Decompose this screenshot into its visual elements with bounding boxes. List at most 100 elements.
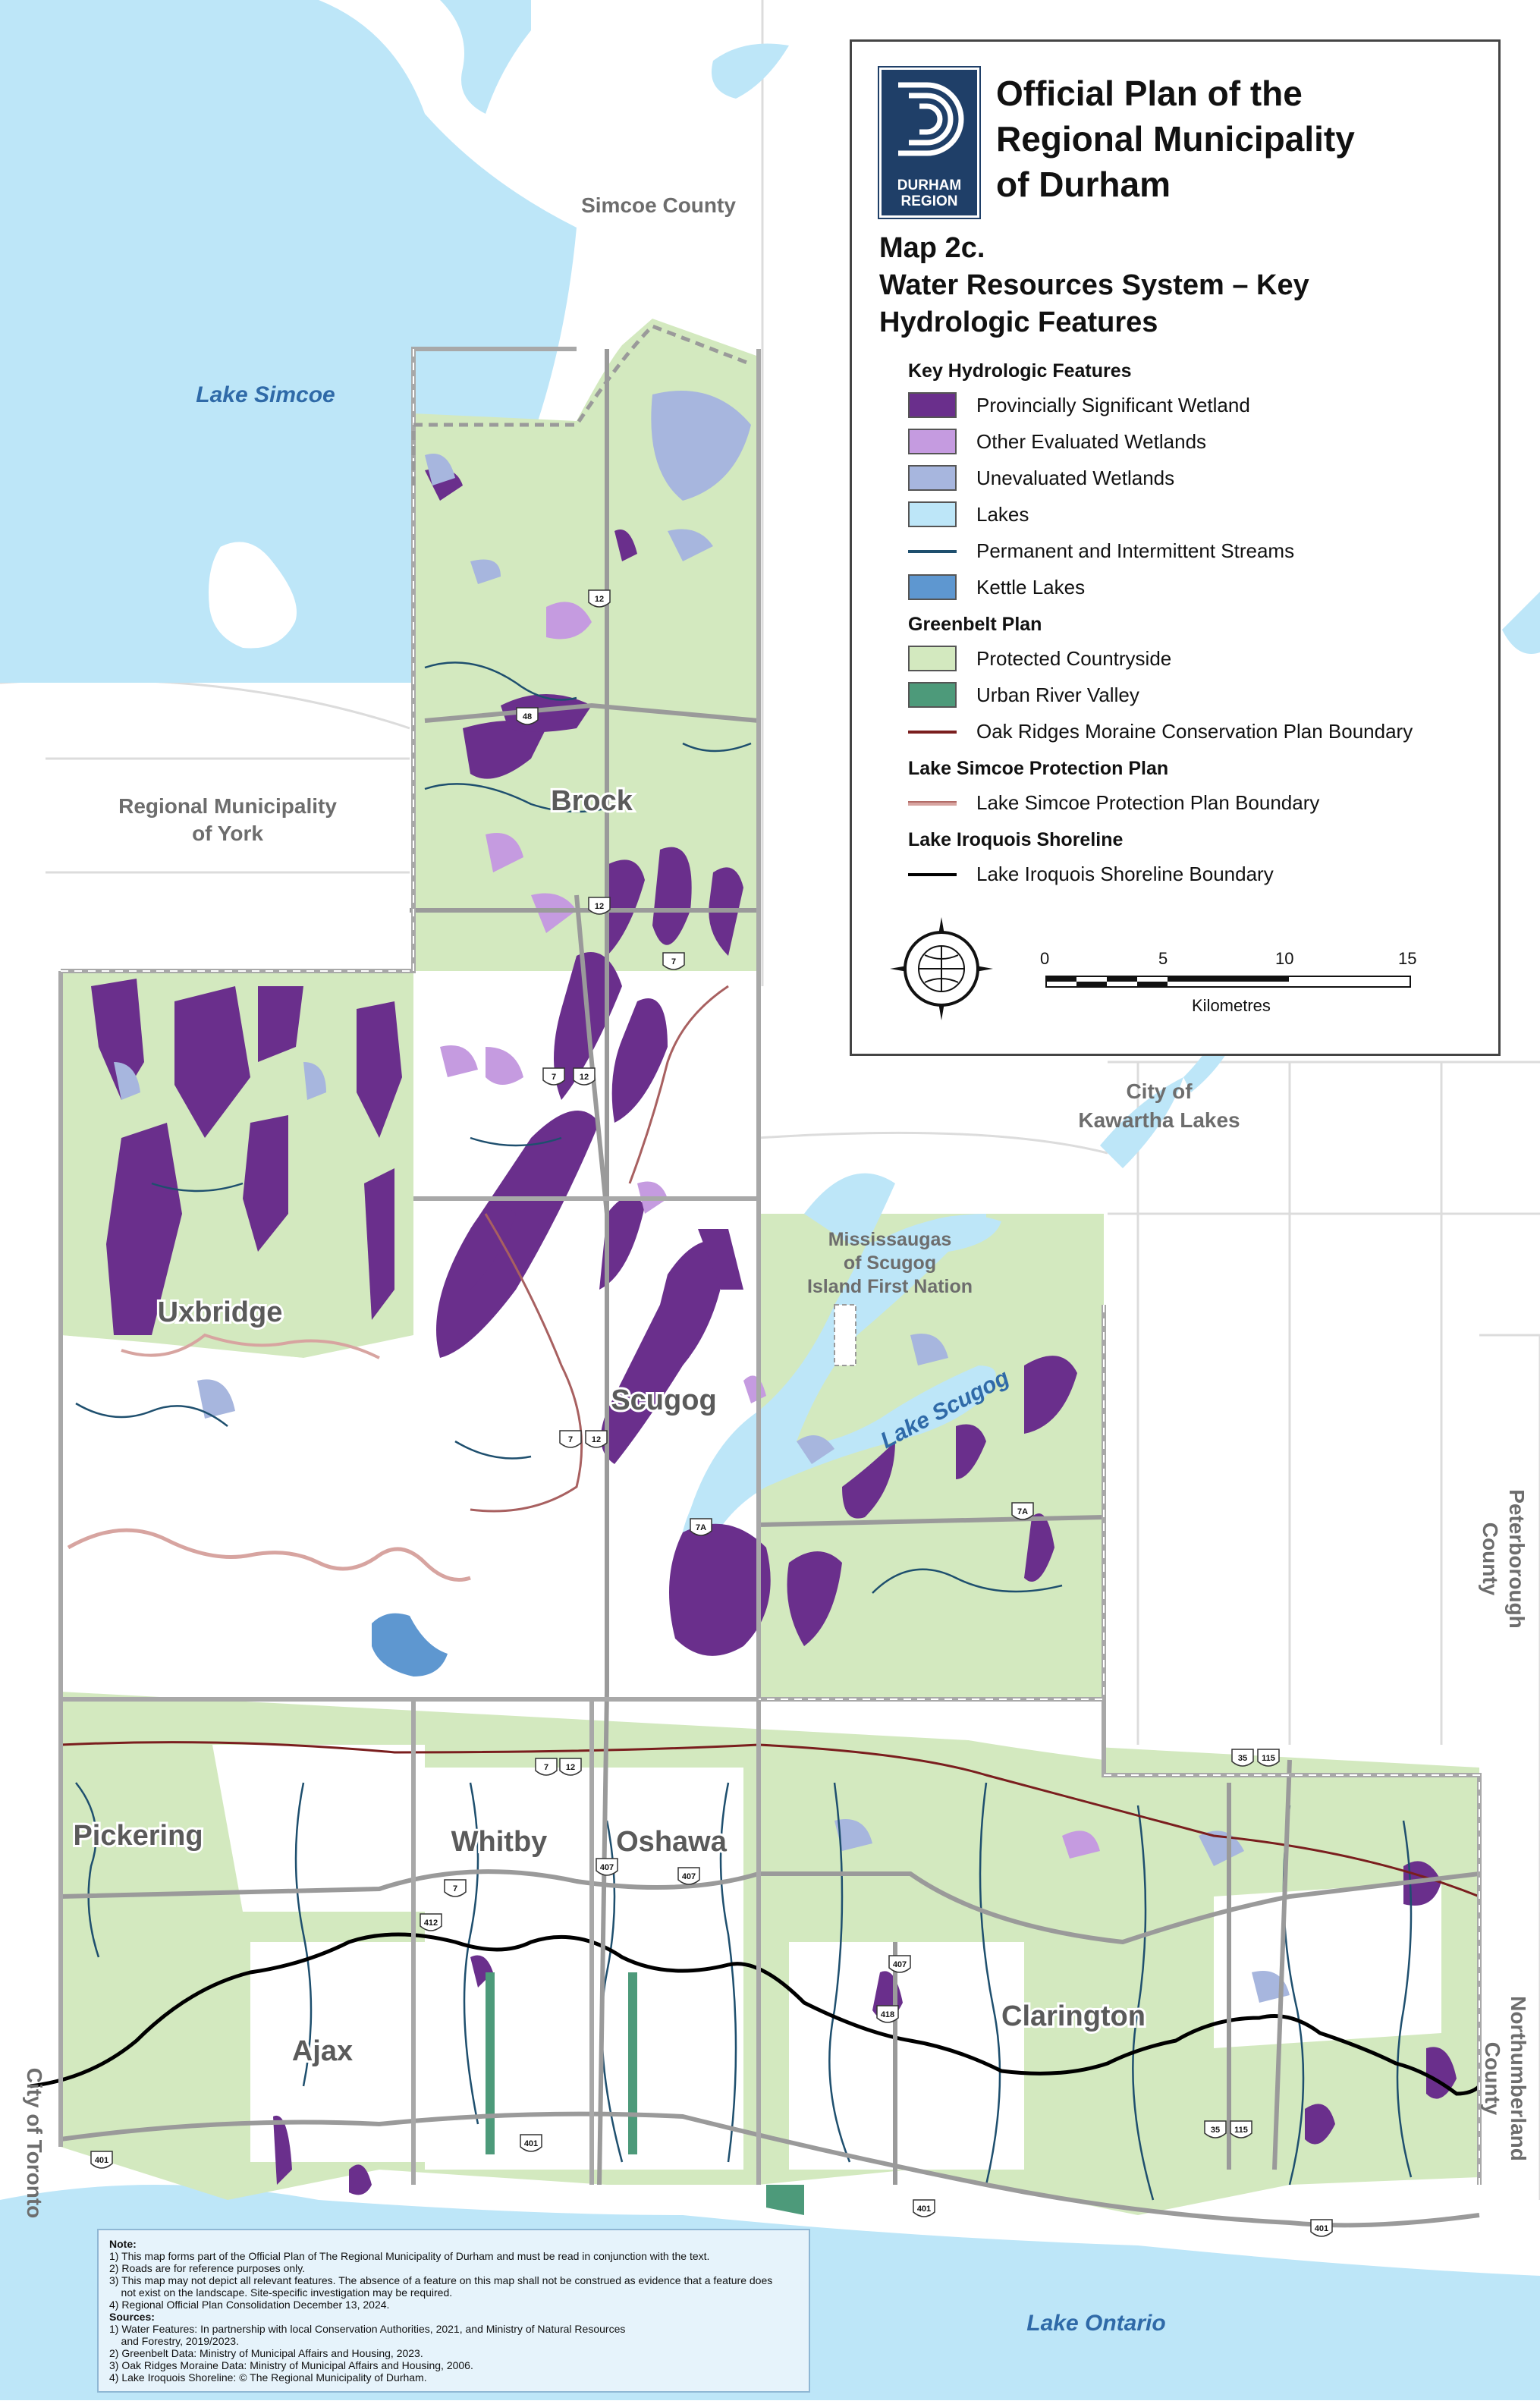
legend-item-label: Urban River Valley xyxy=(976,683,1139,706)
highway-shield-number: 12 xyxy=(595,902,604,911)
legend-swatch xyxy=(908,465,957,491)
scale-bar: 0 5 10 15 Kilometres xyxy=(1040,949,1416,1025)
source-line-4: 3) Oak Ridges Moraine Data: Ministry of … xyxy=(109,2359,473,2371)
legend-item-label: Unevaluated Wetlands xyxy=(976,467,1175,489)
highway-shield: 401 xyxy=(913,2199,935,2217)
label-clarington: Clarington xyxy=(1001,2000,1146,2032)
highway-shield-number: 407 xyxy=(600,1863,614,1872)
legend-item-label: Oak Ridges Moraine Conservation Plan Bou… xyxy=(976,720,1413,743)
legend-swatch xyxy=(908,646,957,671)
note-line-3: 3) This map may not depict all relevant … xyxy=(109,2274,773,2286)
map-subtitle: Map 2c. Water Resources System – Key Hyd… xyxy=(879,230,1471,341)
highway-shield-number: 7 xyxy=(453,1884,457,1893)
highway-shield-number: 7 xyxy=(671,957,676,966)
highway-shield: 407 xyxy=(677,1867,700,1885)
durham-logo-icon xyxy=(898,82,964,156)
municipal-boundaries xyxy=(58,347,1482,2185)
highway-shield: 12 xyxy=(588,589,611,608)
legend-item-label: Lake Simcoe Protection Plan Boundary xyxy=(976,791,1320,814)
kettle-lake xyxy=(372,1613,448,1677)
label-scugog: Scugog xyxy=(611,1384,716,1416)
highway-shield: 7 xyxy=(535,1758,558,1776)
highway-shield: 35 xyxy=(1231,1749,1254,1767)
legend-item-label: Lakes xyxy=(976,503,1029,526)
map-labels: Simcoe County Lake Simcoe Regional Munic… xyxy=(23,193,1530,2336)
subtitle-line-2: Water Resources System – Key xyxy=(879,269,1309,301)
scale-unit: Kilometres xyxy=(1192,996,1271,1015)
label-lake-simcoe: Lake Simcoe xyxy=(196,382,335,407)
legend-swatch xyxy=(908,682,957,708)
scale-tick-0: 0 xyxy=(1040,949,1050,968)
small-lake-east xyxy=(1502,592,1540,654)
subtitle-line-3: Hydrologic Features xyxy=(879,306,1158,338)
north-arrow-icon xyxy=(890,917,993,1020)
label-mississaugas-2: of Scugog xyxy=(844,1252,936,1274)
highway-shield: 7 xyxy=(559,1430,582,1448)
source-line-2: and Forestry, 2019/2023. xyxy=(109,2335,239,2347)
highway-shield: 7A xyxy=(1011,1502,1034,1520)
highway-shield-number: 401 xyxy=(524,2139,538,2148)
highway-shield: 115 xyxy=(1257,1749,1280,1767)
label-peterborough-2: County xyxy=(1479,1523,1502,1596)
oak-ridges-moraine-boundary-3 xyxy=(628,985,729,1184)
highway-shield: 115 xyxy=(1230,2120,1252,2138)
note-line-4: not exist on the landscape. Site-specifi… xyxy=(109,2286,453,2299)
label-toronto: City of Toronto xyxy=(23,2068,46,2219)
highway-shield: 35 xyxy=(1204,2120,1227,2138)
label-mississaugas-3: Island First Nation xyxy=(807,1276,973,1297)
legend-heading: Key Hydrologic Features xyxy=(908,360,1132,382)
highway-shield: 7A xyxy=(690,1518,712,1536)
label-northumberland-2: County xyxy=(1481,2042,1504,2116)
sources-heading: Sources: xyxy=(109,2311,155,2323)
highway-shield-number: 35 xyxy=(1238,1754,1247,1763)
highway-shield-number: 407 xyxy=(682,1872,696,1881)
legend-panel: DURHAM REGION Official Plan of the Regio… xyxy=(850,39,1501,1056)
label-northumberland-1: Northumberland xyxy=(1507,1996,1530,2161)
label-whitby: Whitby xyxy=(451,1826,548,1858)
legend-swatch xyxy=(908,873,957,876)
legend-swatch xyxy=(908,392,957,418)
notes-box: Note: 1) This map forms part of the Offi… xyxy=(97,2229,810,2393)
note-heading: Note: xyxy=(109,2238,137,2250)
highways xyxy=(60,349,1480,2228)
label-york-2: of York xyxy=(192,822,263,845)
highway-shield-number: 12 xyxy=(566,1763,575,1772)
lake-simcoe-protection-boundary-2 xyxy=(121,1333,380,1359)
highway-shield-number: 7A xyxy=(1017,1507,1028,1516)
title-line-3: of Durham xyxy=(996,165,1171,204)
highway-shield-number: 12 xyxy=(595,595,604,604)
label-kawartha-2: Kawartha Lakes xyxy=(1078,1108,1240,1132)
legend-item-label: Permanent and Intermittent Streams xyxy=(976,539,1295,562)
highway-shield: 407 xyxy=(596,1858,618,1876)
logo-text-line-2: REGION xyxy=(900,193,958,209)
highway-shield: 7 xyxy=(542,1067,565,1086)
highway-shield-number: 7 xyxy=(552,1073,556,1082)
note-line-1: 1) This map forms part of the Official P… xyxy=(109,2250,710,2262)
unevaluated-wetlands xyxy=(114,391,1290,2003)
note-line-5: 4) Regional Official Plan Consolidation … xyxy=(109,2299,390,2311)
legend-swatch xyxy=(908,429,957,454)
note-line-2: 2) Roads are for reference purposes only… xyxy=(109,2262,306,2274)
scale-tick-15: 15 xyxy=(1398,949,1417,968)
lake-simcoe-bay xyxy=(440,0,531,114)
legend-swatch xyxy=(908,501,957,527)
legend-heading: Greenbelt Plan xyxy=(908,614,1042,635)
label-uxbridge: Uxbridge xyxy=(158,1296,283,1328)
scale-tick-10: 10 xyxy=(1275,949,1294,968)
highway-shield-number: 401 xyxy=(917,2204,931,2214)
title-line-1: Official Plan of the xyxy=(996,74,1303,113)
label-brock: Brock xyxy=(551,785,633,817)
highway-shield-number: 115 xyxy=(1262,1754,1275,1763)
legend-swatch xyxy=(908,801,957,806)
highway-shield-number: 12 xyxy=(592,1435,601,1444)
legend-item-label: Protected Countryside xyxy=(976,647,1172,670)
scale-bar-graphic xyxy=(1045,976,1411,988)
scale-tick-5: 5 xyxy=(1158,949,1168,968)
highway-shield: 7 xyxy=(444,1879,467,1897)
lake-simcoe-protection-boundary xyxy=(67,1528,471,1582)
highway-shield-number: 7A xyxy=(696,1523,706,1532)
highway-shield: 12 xyxy=(559,1758,582,1776)
label-simcoe-county: Simcoe County xyxy=(581,193,736,217)
highway-shield: 12 xyxy=(588,897,611,915)
